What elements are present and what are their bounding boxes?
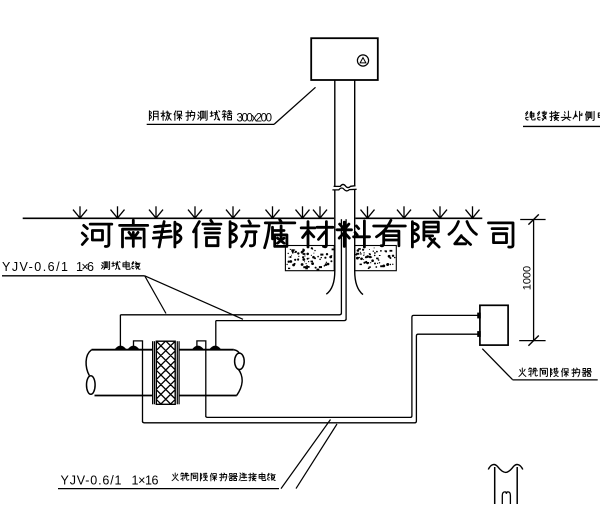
- svg-text:YJV-0.6/1: YJV-0.6/1: [61, 473, 122, 487]
- svg-text:1000: 1000: [522, 266, 534, 290]
- svg-text:1×6: 1×6: [76, 260, 94, 274]
- svg-text:1×16: 1×16: [132, 473, 159, 487]
- svg-text:YJV-0.6/1: YJV-0.6/1: [2, 260, 68, 274]
- svg-text:300x200: 300x200: [237, 112, 273, 124]
